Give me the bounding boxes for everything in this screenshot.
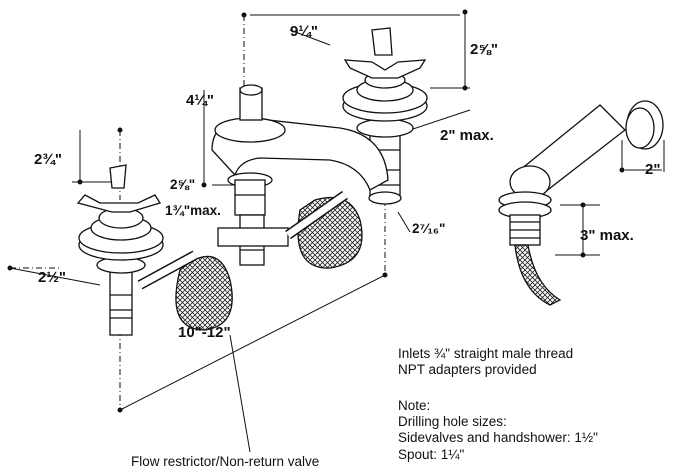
drilling-note-line: Spout: 1¼" bbox=[398, 446, 465, 462]
hoses bbox=[137, 190, 363, 331]
dim-right-handle-height: 2⅝" bbox=[470, 41, 498, 58]
dim-handshower-width: 2" bbox=[645, 161, 661, 178]
drilling-note-line: Note: bbox=[398, 398, 431, 413]
inlets-note-line: NPT adapters provided bbox=[398, 362, 537, 378]
dim-handshower-max: 3" max. bbox=[580, 227, 634, 244]
inlets-note-line: Inlets ¾" straight male thread bbox=[398, 346, 574, 361]
dim-valve-width: 2½" bbox=[38, 269, 66, 286]
left-valve bbox=[76, 164, 164, 336]
dim-spout-max: 1¾"max. bbox=[165, 203, 221, 218]
dim-spout-base: 2⅝" bbox=[170, 177, 196, 192]
dim-spout-projection: 2⁷⁄₁₆" bbox=[412, 221, 446, 236]
inlets-note: Inlets ¾" straight male thread NPT adapt… bbox=[398, 346, 573, 378]
flow-restrictor-caption: Flow restrictor/Non-return valve bbox=[131, 454, 320, 469]
dimension-arrows bbox=[9, 14, 665, 453]
drilling-note: Note: Drilling hole sizes: Sidevalves an… bbox=[398, 398, 598, 463]
spout bbox=[211, 84, 389, 216]
dim-valve-max: 2" max. bbox=[440, 127, 494, 144]
dim-left-handle-height: 2¾" bbox=[34, 151, 62, 168]
drilling-note-line: Drilling hole sizes: bbox=[398, 414, 507, 430]
dim-spread: 10"-12" bbox=[178, 324, 231, 341]
handshower bbox=[498, 100, 664, 306]
dim-spout-height: 4¼" bbox=[186, 92, 214, 109]
dimension-dots bbox=[7, 9, 625, 413]
dim-spout-width: 9¼" bbox=[290, 23, 318, 40]
tee-connector bbox=[217, 214, 289, 266]
drilling-note-line: Sidevalves and handshower: 1½" bbox=[398, 430, 598, 446]
